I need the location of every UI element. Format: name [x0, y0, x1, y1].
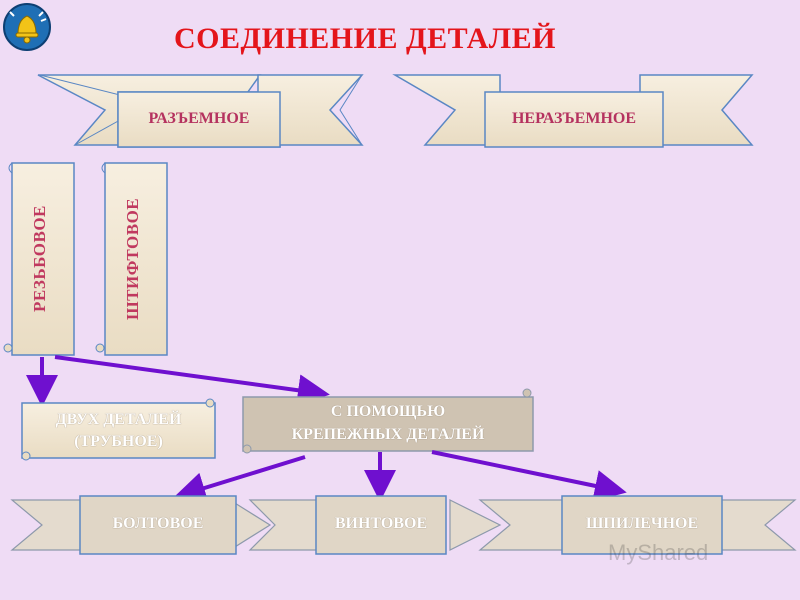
arrow-to-bolt [173, 455, 306, 504]
bell-icon [3, 3, 51, 51]
box-screw [315, 495, 447, 555]
page-title: СОЕДИНЕНИЕ ДЕТАЛЕЙ [173, 22, 557, 55]
label-fasteners-line1: С ПОМОЩЬЮ [330, 403, 446, 420]
label-bolt: БОЛТОВОЕ [112, 515, 204, 532]
box-stud [561, 495, 723, 555]
ribbon-permanent [392, 74, 754, 148]
scroll-pin [95, 162, 168, 356]
watermark: MyShared [608, 540, 709, 565]
box-bolt [79, 495, 237, 555]
scroll-threaded [3, 162, 75, 356]
label-detachable: РАЗЪЕМНОЕ [148, 110, 250, 127]
label-stud: ШПИЛЕЧНОЕ [585, 515, 699, 532]
arrow-to-stud [431, 450, 627, 502]
label-pin: ШТИФТОВОЕ [123, 197, 142, 321]
label-two-parts-line1: ДВУХ ДЕТАЛЕЙ [55, 411, 182, 428]
scroll-fasteners [242, 388, 534, 454]
ribbon-detachable [37, 74, 364, 148]
label-fasteners-line2: КРЕПЕЖНЫХ ДЕТАЛЕЙ [291, 426, 485, 443]
label-screw: ВИНТОВОЕ [334, 515, 428, 532]
label-permanent: НЕРАЗЪЕМНОЕ [511, 110, 637, 127]
arrow-to-fasteners [54, 355, 330, 407]
label-two-parts-line2: (ТРУБНОЕ) [74, 433, 163, 450]
label-threaded: РЕЗЬБОВОЕ [30, 205, 49, 313]
scroll-two-parts [21, 398, 216, 461]
